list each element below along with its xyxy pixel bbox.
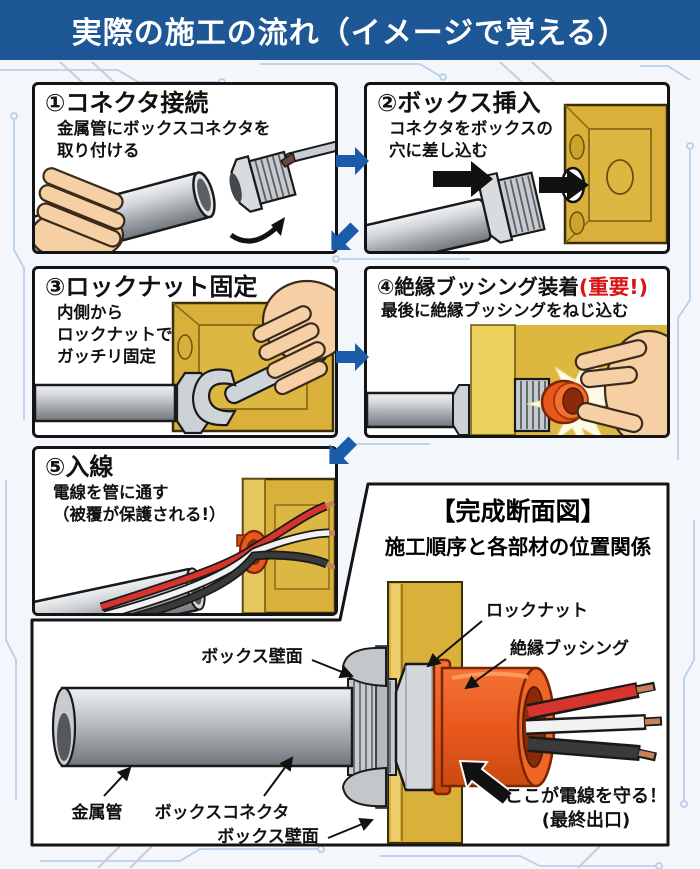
protect-note-line2: (最終出口) [542, 809, 630, 831]
step1-line2: 取り付ける [57, 140, 140, 160]
label-box-connector: ボックスコネクタ [155, 803, 290, 823]
step2-line1: コネクタをボックスの [389, 118, 553, 138]
step2-line2: 穴に差し込む [389, 140, 488, 160]
title-banner: 実際の施工の流れ（イメージで覚える） [0, 0, 700, 60]
step5-heading: ⑤入線 [45, 453, 114, 481]
hand-illustration [252, 279, 335, 396]
page-title: 実際の施工の流れ（イメージで覚える） [71, 16, 629, 51]
step3-heading: ③ロックナット固定 [45, 273, 258, 301]
cross-section-diagram: 【完成断面図】 施工順序と各部材の位置関係 [30, 482, 670, 847]
step4-important-badge: (重要!) [578, 275, 648, 299]
flow-arrow-down-left-icon [331, 222, 359, 251]
step-panel-4: ④絶縁ブッシング装着(重要!) 最後に絶縁ブッシングをねじ込む [364, 266, 670, 438]
step4-illustration [367, 324, 667, 435]
step2-illustration [367, 103, 667, 251]
step-panel-3: ③ロックナット固定 内側から ロックナットで ガッチリ固定 [32, 266, 338, 438]
cross-section-title: 【完成断面図】 [430, 497, 605, 526]
step-panel-5: ⑤入線 電線を管に通す （被覆が保護される!） [32, 446, 338, 616]
step5-illustration [35, 477, 335, 613]
step5-line1: 電線を管に通す [53, 482, 169, 502]
push-arrow-icon [433, 161, 493, 197]
step4-heading-text: ④絶縁ブッシング装着 [377, 275, 579, 299]
outlet-box-illustration [560, 103, 667, 245]
step-panel-1: ①コネクタ接続 金属管にボックスコネクタを 取り付ける [32, 82, 338, 254]
label-bushing: 絶縁ブッシング [510, 638, 629, 659]
label-box-wall-bottom: ボックス壁面 [217, 826, 319, 847]
wires-illustration [99, 500, 335, 613]
step3-line2: ロックナットで [57, 324, 173, 344]
step4-line1: 最後に絶縁ブッシングをねじ込む [381, 300, 629, 320]
flow-arrow-right-icon [336, 343, 369, 371]
box-connector-threads [347, 678, 397, 776]
flow-arrow-right-icon [336, 147, 369, 175]
label-box-wall-top: ボックス壁面 [201, 646, 303, 667]
step3-line3: ガッチリ固定 [57, 347, 156, 367]
step3-line1: 内側から [57, 302, 123, 322]
insert-arrow-icon [539, 169, 589, 201]
cross-section-subtitle: 施工順序と各部材の位置関係 [385, 535, 652, 559]
step1-illustration [35, 139, 335, 251]
hand-illustration [35, 167, 126, 251]
rotate-arrow-icon [229, 217, 285, 244]
flow-arrow-down-left-icon [329, 436, 357, 465]
metal-pipe-illustration [51, 686, 354, 768]
label-metal-pipe: 金属管 [71, 802, 123, 823]
protect-note-line1: ここが電線を守る！ [505, 785, 667, 807]
label-locknut: ロックナット [486, 601, 588, 621]
screwdriver-illustration [279, 139, 335, 169]
box-connector-flange [341, 645, 389, 809]
step2-heading: ②ボックス挿入 [377, 89, 541, 117]
step3-illustration [35, 279, 335, 435]
protect-arrow-icon [458, 759, 515, 807]
step4-heading: ④絶縁ブッシング装着(重要!) [377, 276, 661, 299]
wires-illustration [525, 681, 663, 762]
step-panel-2: ②ボックス挿入 コネクタをボックスの 穴に差し込む [364, 82, 670, 254]
hand-illustration [574, 329, 667, 435]
step1-heading: ①コネクタ接続 [45, 89, 209, 117]
step5-line2: （被覆が保護される!） [53, 504, 226, 524]
step1-line1: 金属管にボックスコネクタを [57, 118, 271, 138]
